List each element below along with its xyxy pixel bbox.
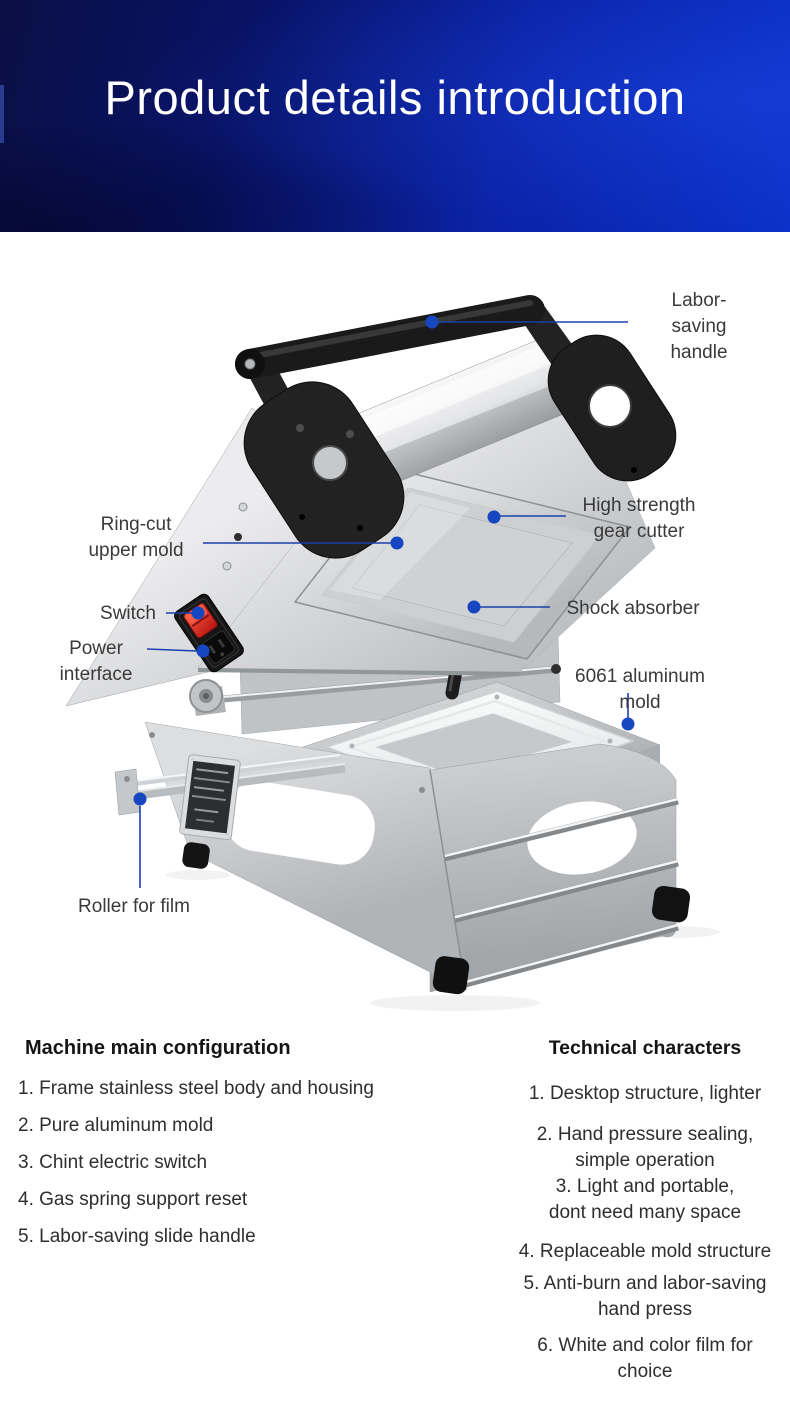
section-technical-characters: Technical characters 1. Desktop structur… (480, 1036, 790, 1385)
callout-dot-shock (467, 600, 481, 614)
callout-dot-switch (191, 606, 205, 620)
handle-bar (235, 295, 545, 379)
base-rods (428, 797, 679, 990)
section-machine-configuration: Machine main configuration 1. Frame stai… (18, 1036, 458, 1263)
label-power-interface: Power interface (59, 638, 133, 685)
callout-dot-ring-cut (390, 536, 404, 550)
callout-dot-power (196, 644, 210, 658)
label-shock-absorber: Shock absorber (566, 598, 700, 619)
machine-feet (182, 842, 691, 995)
list-item: 4. Replaceable mold structure (518, 1241, 772, 1262)
callout-lines (139, 321, 629, 888)
nameplate (179, 754, 241, 841)
label-switch: Switch (100, 603, 156, 624)
machine-base (114, 633, 720, 1011)
label-labor-saving-handle: Labor-saving handle (670, 290, 728, 363)
callout-dot-mold (621, 717, 635, 731)
list-item: 3. Chint electric switch (18, 1152, 208, 1173)
banner-edge-accent (0, 85, 4, 143)
machine-configuration-heading: Machine main configuration (25, 1037, 291, 1059)
machine-illustration (65, 295, 720, 1011)
list-item: 5. Anti-burn and labor-saving hand press (523, 1273, 767, 1320)
callout-dots (133, 315, 635, 806)
list-item: 5. Labor-saving slide handle (18, 1226, 256, 1247)
callout-dot-gear-cutter (487, 510, 501, 524)
list-item: 1. Desktop structure, lighter (528, 1083, 762, 1104)
label-roller-for-film: Roller for film (78, 896, 190, 917)
banner: Product details introduction (0, 0, 790, 232)
list-item: 2. Pure aluminum mold (18, 1115, 214, 1136)
machine-upper-assembly (65, 295, 677, 716)
list-item: 1. Frame stainless steel body and housin… (18, 1078, 374, 1099)
page-title: Product details introduction (104, 71, 686, 124)
label-aluminum-mold: 6061 aluminum mold (575, 666, 705, 713)
list-item: 6. White and color film for choice (537, 1335, 753, 1382)
callout-dot-handle (425, 315, 439, 329)
list-item: 3. Light and portable, dont need many sp… (548, 1176, 742, 1223)
callout-dot-roller (133, 792, 147, 806)
label-gear-cutter: High strength gear cutter (582, 495, 696, 542)
technical-characters-heading: Technical characters (548, 1037, 742, 1059)
callout-line-power (146, 648, 198, 652)
list-item: 4. Gas spring support reset (18, 1189, 248, 1210)
label-ring-cut-upper-mold: Ring-cut upper mold (88, 514, 184, 561)
list-item: 2. Hand pressure sealing, simple operati… (536, 1124, 754, 1171)
